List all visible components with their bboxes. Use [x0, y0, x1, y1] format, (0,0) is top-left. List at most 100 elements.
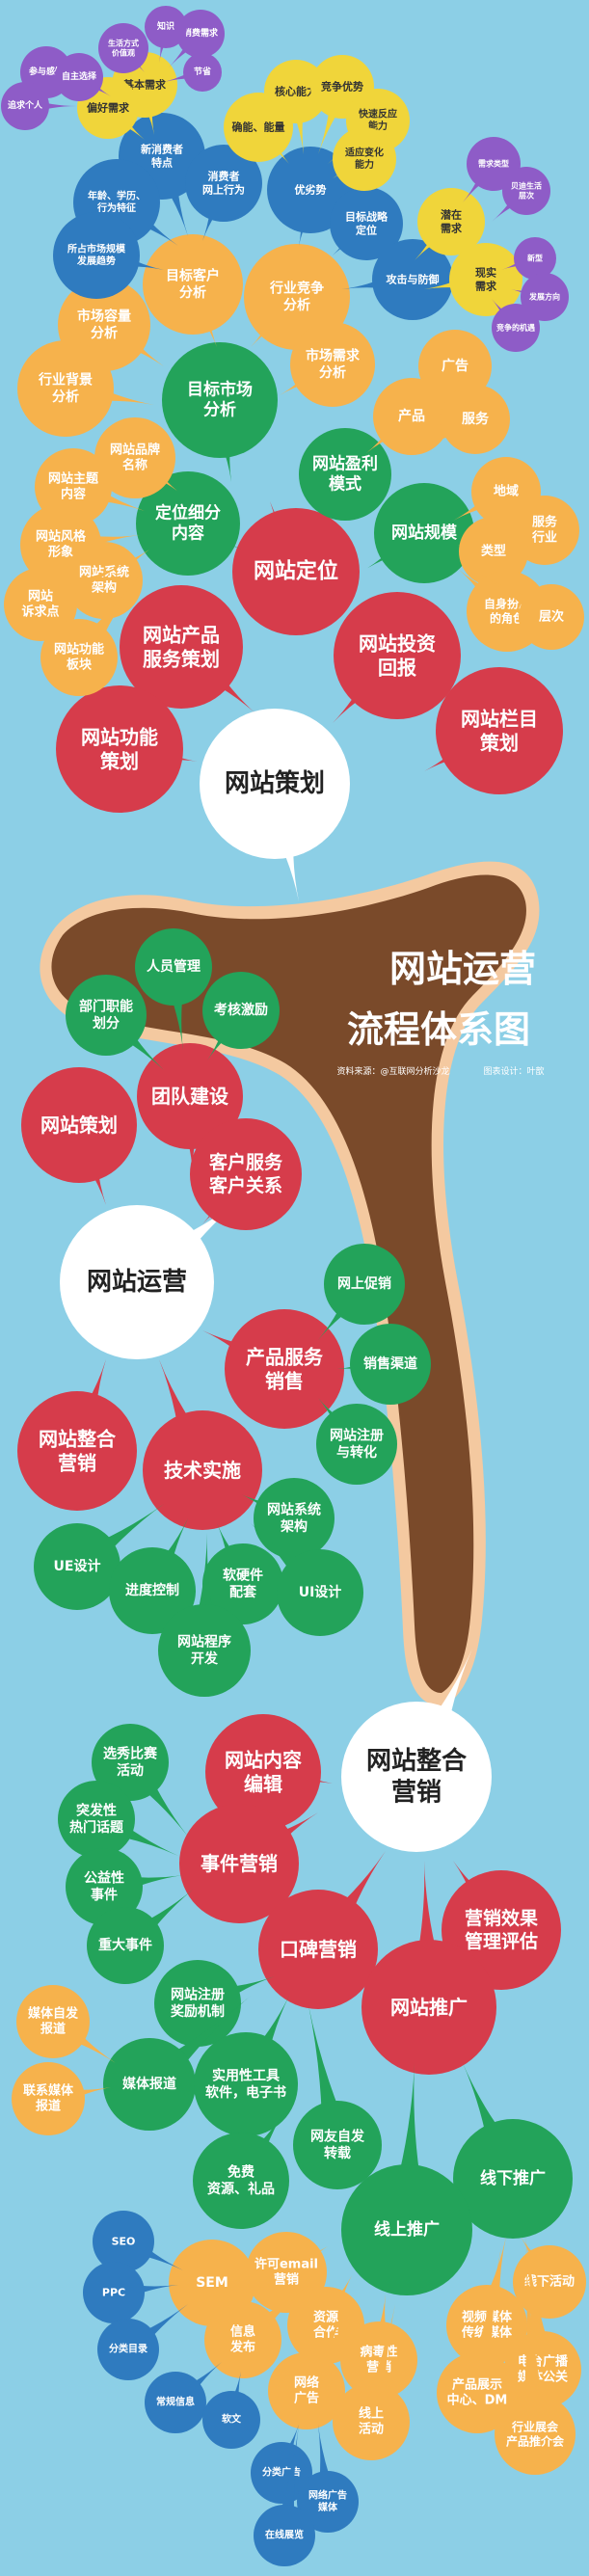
bubble-label: 开发 — [191, 1650, 219, 1667]
bubble-circle — [83, 2262, 145, 2323]
bubble-label: 软硬件 — [223, 1567, 263, 1583]
bubble-label: 生活方式 — [108, 39, 139, 48]
bubble-label: 目标市场 — [187, 379, 253, 399]
bubble-label: 团队建设 — [151, 1085, 228, 1108]
bubble-label: 的角色 — [490, 611, 524, 626]
bubble-circle — [60, 1205, 214, 1359]
bubble-label: 快速反应 — [358, 107, 397, 120]
bubble-label: 形象 — [48, 545, 73, 560]
bubble-tail — [521, 2246, 549, 2435]
bubble-node: 服务 — [405, 385, 510, 454]
bubble-circle — [103, 2038, 196, 2131]
bubble-label: 网站系统 — [267, 1501, 321, 1517]
bubble-node: 线下推广 — [453, 2063, 573, 2239]
bubble-circle — [120, 585, 243, 709]
bubble-label: 网站功能 — [81, 726, 158, 749]
bubble-label: 营销 — [274, 2272, 299, 2288]
bubble-label: 名称 — [122, 458, 147, 473]
bubble-label: 网站风格 — [36, 528, 87, 544]
bubble-circle — [361, 1940, 496, 2075]
bubble-label: 网站程序 — [177, 1633, 231, 1650]
bubble-label: 口碑营销 — [280, 1938, 357, 1961]
bubble-circle — [143, 1410, 262, 1530]
bubble-node: 新型 — [501, 237, 556, 280]
bubble-label: 分类广告 — [262, 2466, 301, 2479]
bubble-label: 地域 — [494, 484, 519, 499]
bubble-node: SEO — [93, 2211, 183, 2272]
bubble-label: 销售 — [265, 1370, 304, 1393]
bubble-label: 中心、DM — [447, 2393, 508, 2408]
bubble-label: 适应变化 — [345, 146, 384, 158]
bubble-label: 内容 — [61, 487, 86, 502]
bubble-label: 网站品牌 — [110, 442, 160, 457]
bubble-circle — [58, 1781, 135, 1858]
bubble-label: 能力 — [355, 158, 374, 171]
bubble-label: 行为特征 — [96, 201, 136, 214]
bubble-label: 模式 — [329, 474, 361, 495]
bubble-circle — [98, 23, 148, 73]
bubble-label: 突发性 — [76, 1802, 117, 1818]
bubble-node: 网络广告 — [268, 2304, 347, 2429]
bubble-label: 网站推广 — [390, 1996, 468, 2019]
bubble-label: SEM — [196, 2275, 228, 2291]
bubble-circle — [200, 709, 350, 859]
bubble-label: 新型 — [527, 254, 543, 263]
main-title-line1: 网站运营 — [389, 948, 536, 990]
bubble-node: 网站运营 — [60, 1195, 247, 1359]
bubble-node: 核心能力 — [264, 60, 328, 154]
bubble-label: 产品展示 — [452, 2376, 502, 2392]
bubble-label: 确能、能量 — [232, 121, 285, 134]
bubble-node: 分类目录 — [97, 2304, 188, 2380]
bubble-label: 发布 — [229, 2340, 255, 2355]
bubble-circle — [324, 1244, 405, 1325]
bubble-node: 攻击与防御 — [342, 239, 453, 320]
main-title-line2: 流程体系图 — [347, 1008, 530, 1051]
bubble-label: 分析 — [179, 284, 206, 301]
bubble-node: 竞争的机遇 — [492, 299, 540, 352]
bubble-circle — [66, 1848, 143, 1925]
bubble-label: 网站策划 — [225, 768, 325, 798]
bubble-label: 节省 — [194, 66, 211, 77]
bubble-label: 年龄、学历、 — [88, 189, 146, 201]
bubble-label: 线上推广 — [374, 2219, 440, 2240]
bubble-label: 所占市场规模 — [67, 242, 126, 255]
bubble-label: 消费需求 — [183, 27, 219, 39]
bubble-label: 分析 — [91, 325, 118, 341]
bubble-circle — [258, 1890, 378, 2009]
bubble-node: 重大事件 — [87, 1890, 193, 1984]
bubble-label: 网上促销 — [337, 1275, 391, 1292]
bubble-label: 媒体报道 — [121, 2076, 176, 2092]
bubble-label: 信息 — [230, 2323, 255, 2339]
bubble-label: 贝迪生活 — [511, 181, 542, 191]
bubble-node: 网站推广 — [361, 1861, 496, 2075]
bubble-node: 在线展览 — [254, 2425, 315, 2566]
bubble-label: 核心能力 — [275, 85, 317, 98]
bubble-label: 线下推广 — [480, 2168, 546, 2188]
bubble-circle — [176, 10, 225, 58]
bubble-label: 网站系统 — [79, 564, 129, 579]
bubble-circle — [437, 2352, 518, 2433]
bubble-label: 事件 — [91, 1887, 118, 1903]
bubble-label: 行业展会 — [511, 2420, 559, 2434]
bubble-label: 线下活动 — [524, 2274, 575, 2290]
bubble-circle — [56, 685, 183, 813]
bubble-node: 媒体报道 — [103, 1996, 251, 2131]
bubble-label: 选秀比赛 — [103, 1745, 158, 1761]
bubble-label: 层次 — [539, 609, 564, 625]
bubble-label: 网站注册 — [171, 1986, 225, 2002]
bubble-label: 网站主题 — [48, 470, 99, 486]
